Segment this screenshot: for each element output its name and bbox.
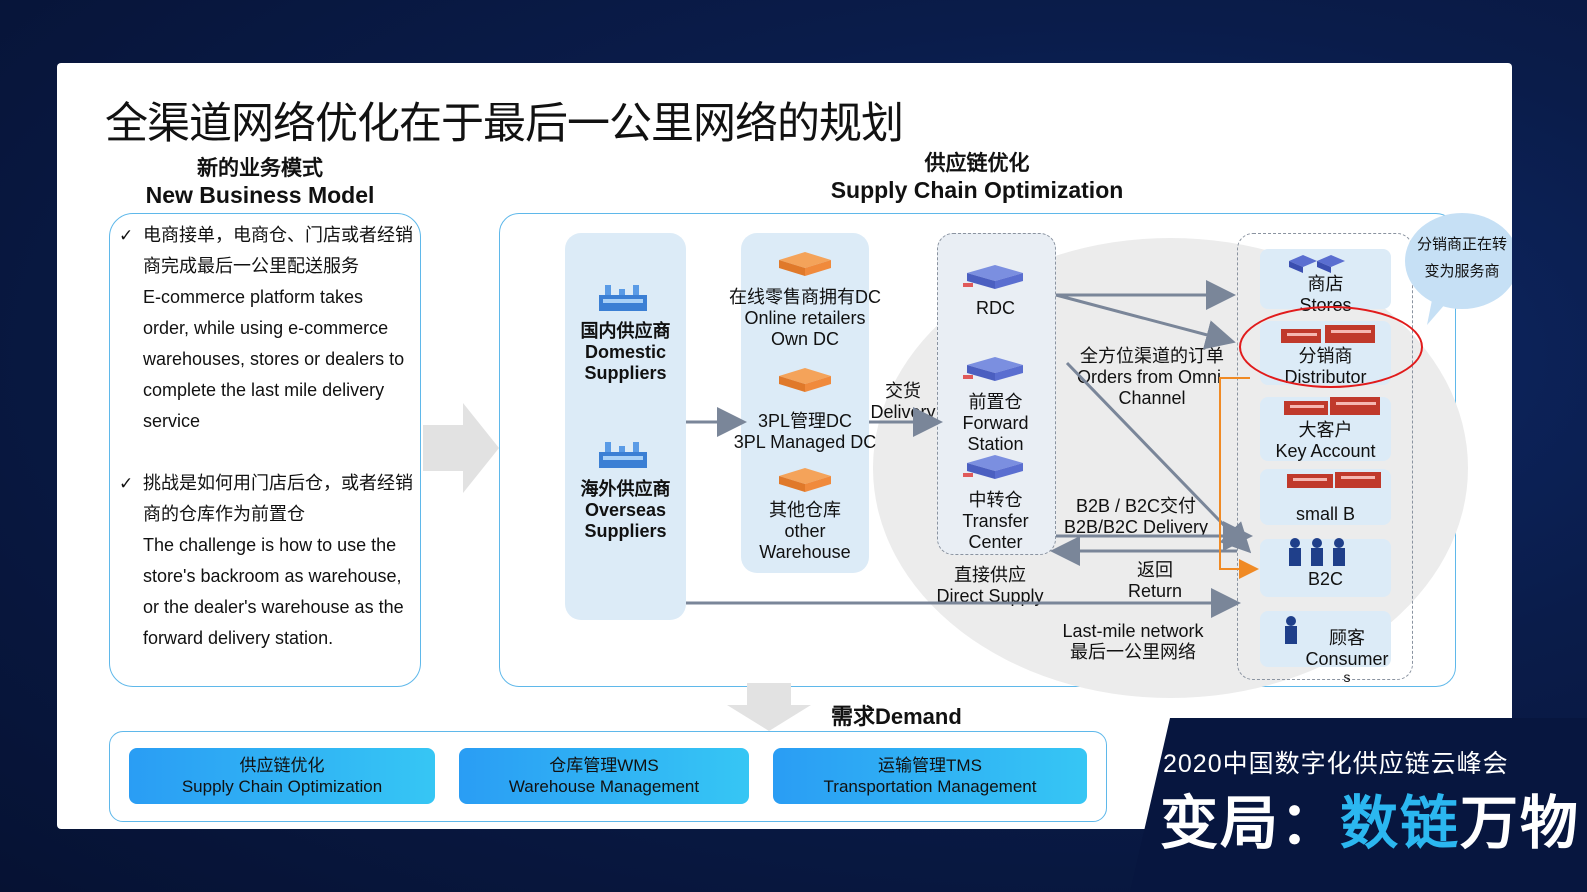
right-heading-en: Supply Chain Optimization xyxy=(830,177,1124,203)
station-icon xyxy=(963,455,1023,479)
customers-column xyxy=(1237,233,1413,680)
small-b-icon xyxy=(1287,472,1381,488)
check-icon: ✓ xyxy=(119,226,134,245)
event-banner-title: 变局：数链万物 xyxy=(1160,791,1581,856)
bullet-1-en-line: complete the last mile delivery xyxy=(143,380,385,400)
factory-icon xyxy=(599,442,647,468)
person-icon xyxy=(1285,616,1297,644)
left-heading: 新的业务模式 New Business Model xyxy=(120,156,400,208)
warehouse-icon xyxy=(779,468,831,492)
bullet-2-en-line: or the dealer's warehouse as the xyxy=(143,597,404,617)
factory-icon xyxy=(599,285,647,311)
bullet-1-en-line: order, while using e-commerce xyxy=(143,318,389,338)
demand-label: 需求Demand xyxy=(831,704,962,729)
bullet-1-en-line: warehouses, stores or dealers to xyxy=(143,349,405,369)
demand-box xyxy=(109,731,1107,822)
station-icon xyxy=(963,265,1023,289)
dc-column xyxy=(741,233,869,573)
warehouse-icon xyxy=(779,368,831,392)
people-icon xyxy=(1289,538,1345,566)
right-heading: 供应链优化 Supply Chain Optimization xyxy=(797,151,1157,203)
warehouse-icon xyxy=(779,252,831,276)
bullet-1: ✓ 电商接单，电商仓、门店或者经销 商完成最后一公里配送服务 E-commerc… xyxy=(109,220,429,437)
bullet-2-en-line: forward delivery station. xyxy=(143,628,334,648)
down-arrow-icon xyxy=(727,683,811,731)
bullet-2: ✓ 挑战是如何用门店后仓，或者经销 商的仓库作为前置仓 The challeng… xyxy=(109,468,429,654)
check-icon: ✓ xyxy=(119,474,134,493)
slide-title: 全渠道网络优化在于最后一公里网络的规划 xyxy=(105,99,904,149)
banner-bg xyxy=(1130,718,1587,892)
distributor-service-bubble: 分销商正在转变为服务商 xyxy=(1405,213,1512,309)
bullet-1-en-line: E-commerce platform takes xyxy=(143,287,364,307)
bullet-1-cn-line: 商完成最后一公里配送服务 xyxy=(143,256,359,276)
left-heading-cn: 新的业务模式 xyxy=(197,157,323,180)
customer-b2c xyxy=(1260,539,1391,597)
bullet-2-cn-line: 商的仓库作为前置仓 xyxy=(143,504,305,524)
bullet-1-cn-line: 电商接单，电商仓、门店或者经销 xyxy=(143,225,413,245)
rdc-label: RDC xyxy=(976,298,1015,318)
right-arrow-icon xyxy=(423,403,499,493)
slide: 全渠道网络优化在于最后一公里网络的规划 新的业务模式 New Business … xyxy=(57,63,1512,829)
event-banner-subtitle: 2020中国数字化供应链云峰会 xyxy=(1163,750,1509,778)
distributor-highlight-ring xyxy=(1239,306,1423,388)
bullet-1-en-line: service xyxy=(143,411,201,431)
bullet-2-en-line: store's backroom as warehouse, xyxy=(143,566,402,586)
bullet-2-cn-line: 挑战是如何用门店后仓，或者经销 xyxy=(143,473,413,493)
business-model-text: ✓ 电商接单，电商仓、门店或者经销 商完成最后一公里配送服务 E-commerc… xyxy=(109,220,429,654)
business-model-box xyxy=(109,213,421,687)
bullet-2-en-line: The challenge is how to use the xyxy=(143,535,397,555)
right-heading-cn: 供应链优化 xyxy=(924,152,1030,175)
left-heading-en: New Business Model xyxy=(145,182,375,208)
flow-arrows xyxy=(686,280,1259,618)
b2c-label: B2C xyxy=(1307,569,1343,589)
customer-consumers xyxy=(1260,611,1391,667)
store-icon xyxy=(1289,255,1345,273)
station-icon xyxy=(963,357,1023,381)
small-b-label: small B xyxy=(1295,504,1355,524)
key-account-icon xyxy=(1284,397,1380,415)
